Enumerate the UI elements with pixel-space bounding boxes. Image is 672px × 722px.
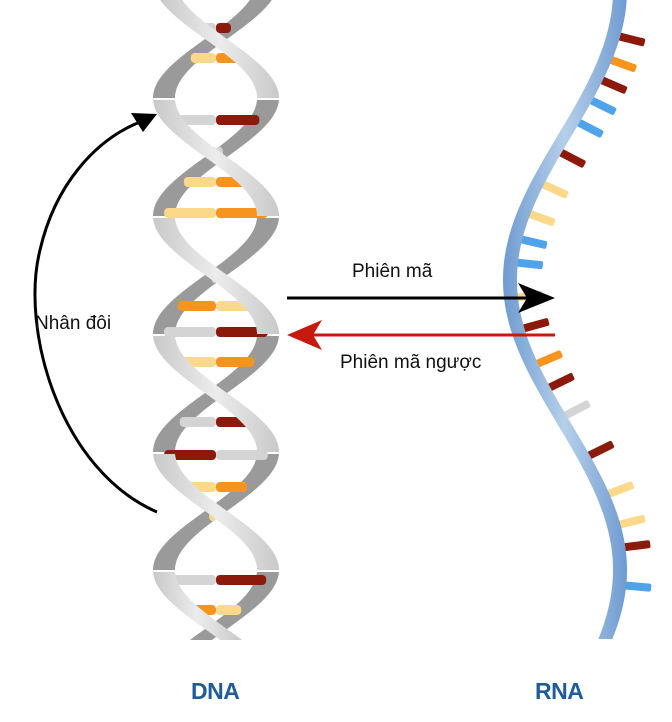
dna-base-pairs [164, 23, 268, 615]
dna-front-strand-segment [153, 572, 243, 640]
dna-front-strand-segment [153, 218, 279, 334]
dna-back-strand-segment [153, 0, 272, 98]
dna-front-strand-segment [153, 336, 279, 452]
rna-base [583, 440, 615, 461]
rna-base [595, 74, 628, 94]
rna-base [572, 117, 604, 138]
rna-base [510, 258, 544, 270]
replication-arrow [33, 120, 158, 514]
dna-base-pair [164, 208, 268, 218]
transcription-arrowhead [518, 283, 555, 313]
rna-base [559, 400, 591, 421]
dna-base-right [216, 482, 248, 492]
rna-bases [510, 31, 652, 592]
rna-backbone [503, 0, 627, 639]
rna-base [517, 318, 550, 334]
rna-base [537, 179, 569, 199]
dna-base-pair [164, 450, 268, 460]
rna-base [543, 373, 575, 393]
dna-base-right [216, 208, 268, 218]
dna-base-left [190, 53, 216, 63]
dna-base-left [164, 327, 216, 337]
dna-base-pair [165, 575, 267, 585]
replication-label: Nhân đôi [35, 313, 112, 334]
dna-base-pair [164, 327, 268, 337]
dna-back-strand-segment [189, 572, 279, 640]
rna-base [613, 31, 646, 47]
rna-base [585, 95, 617, 115]
rna-base [554, 147, 586, 168]
rna-base [618, 540, 651, 552]
rna-base [602, 481, 634, 500]
rna-title: RNA [535, 678, 584, 704]
rna-base [613, 514, 646, 530]
dna-base-right [216, 450, 268, 460]
reverse-transcription-label: Phiên mã ngược [340, 352, 482, 373]
transcription-label: Phiên mã [352, 261, 433, 282]
dna-base-right [216, 23, 232, 33]
dna-base-left [183, 177, 216, 187]
replication-arrowhead [131, 113, 157, 132]
dna-front-strand-segment [153, 100, 279, 216]
dna-front-strand-segment [153, 454, 279, 570]
dna-base-right [216, 357, 255, 367]
dna-base-right [216, 115, 260, 125]
dna-base-left [179, 417, 216, 427]
dna-base-left [177, 301, 216, 311]
rna-base [531, 350, 563, 370]
dna-base-right [216, 575, 267, 585]
dna-base-left [164, 208, 216, 218]
rna-base [515, 234, 548, 249]
dna-base-right [216, 605, 242, 615]
rna-base [619, 581, 652, 592]
reverse-transcription-arrowhead [287, 320, 322, 350]
dna-base-left [164, 450, 216, 460]
dna-backbone-front-strand [153, 0, 279, 640]
dna-base-right [216, 327, 268, 337]
rna-ribbon [503, 0, 627, 639]
dna-front-strand-segment [160, 0, 279, 98]
rna-base [523, 208, 556, 226]
rna-base [604, 54, 637, 72]
dna-title: DNA [191, 678, 240, 704]
dna-base-left [165, 575, 216, 585]
